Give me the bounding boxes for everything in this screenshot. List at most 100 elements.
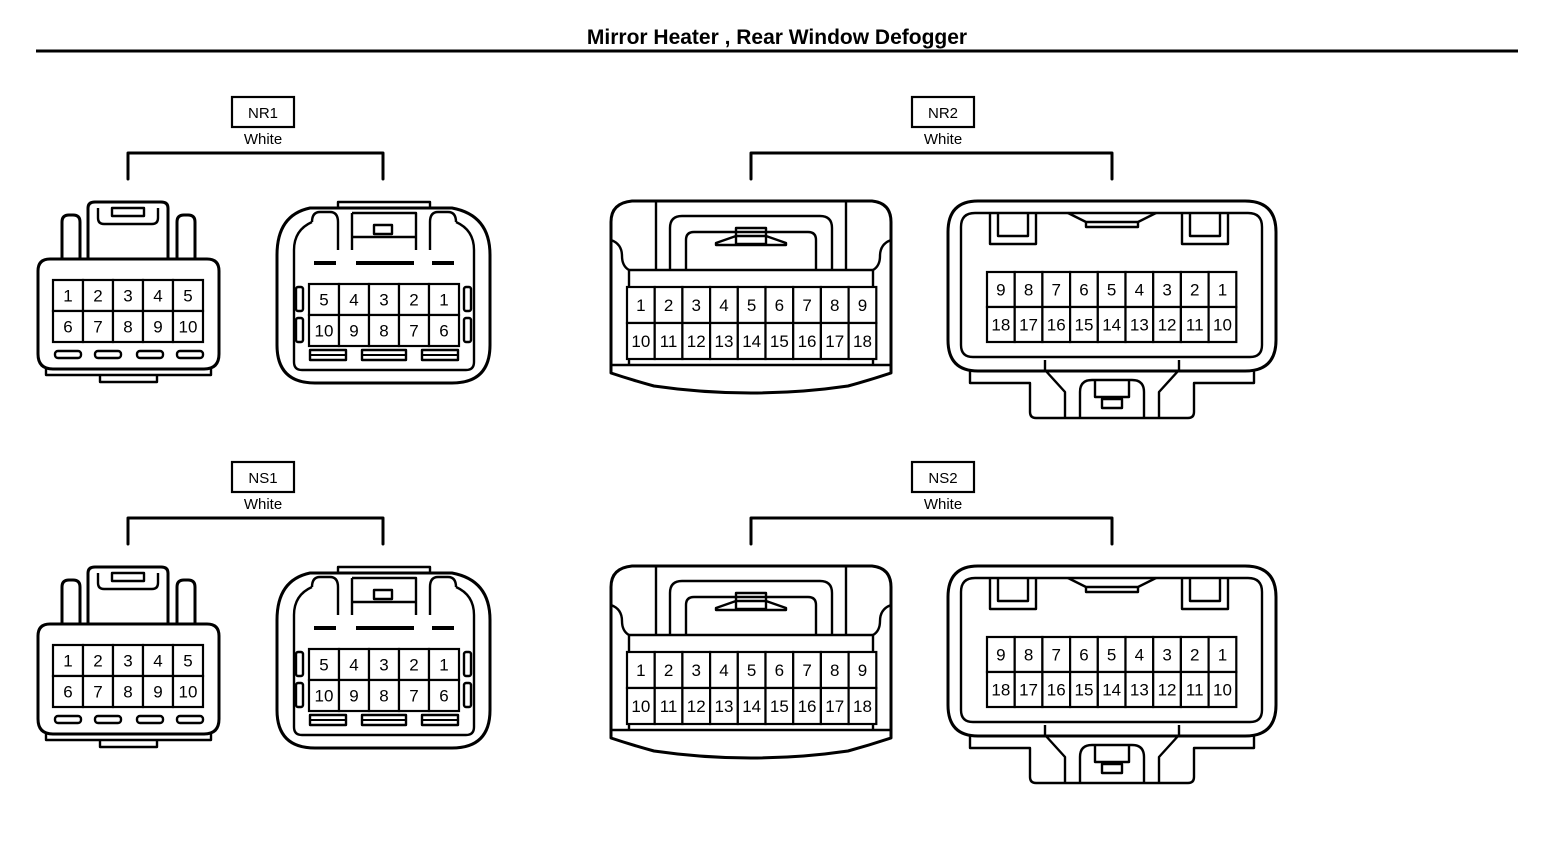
pin-number: 7 (93, 683, 102, 702)
pin-number: 17 (1019, 681, 1038, 700)
pin-cell (847, 686, 878, 726)
pin-number: 3 (123, 287, 132, 306)
pin-number: 9 (349, 687, 358, 706)
pin-cell (736, 686, 767, 726)
pin-number: 9 (996, 646, 1005, 665)
pin-cell (51, 278, 85, 313)
pin-number: 2 (664, 296, 673, 315)
pin-number: 16 (798, 697, 817, 716)
pairing-bracket (749, 151, 1114, 181)
pin-number: 18 (991, 681, 1010, 700)
connector-color: White (924, 131, 962, 148)
pin-number: 9 (996, 281, 1005, 300)
pin-number: 7 (409, 322, 418, 341)
page-title: Mirror Heater , Rear Window Defogger (587, 26, 967, 49)
pin-number: 16 (1047, 316, 1066, 335)
pin-cell (1096, 305, 1127, 344)
pin-number: 1 (1218, 646, 1227, 665)
pin-number: 18 (853, 332, 872, 351)
pin-number: 1 (63, 287, 72, 306)
connector-code: NS2 (928, 470, 957, 487)
pin-number: 6 (439, 322, 448, 341)
pin-number: 15 (770, 697, 789, 716)
pin-cell (307, 678, 341, 713)
pin-number: 17 (825, 697, 844, 716)
pin-cell (708, 686, 739, 726)
pin-cell (81, 309, 115, 344)
pairing-bracket (126, 516, 385, 546)
pin-number: 6 (1079, 646, 1088, 665)
pin-number: 17 (1019, 316, 1038, 335)
pin-cell (1096, 635, 1127, 674)
pin-number: 10 (1213, 316, 1232, 335)
pin-number: 12 (687, 332, 706, 351)
pin-number: 10 (631, 332, 650, 351)
pin-number: 1 (636, 661, 645, 680)
pin-cell (1041, 670, 1072, 709)
pin-cell (736, 321, 767, 361)
pin-number: 12 (1158, 316, 1177, 335)
pin-cell (1068, 305, 1099, 344)
pin-number: 18 (853, 697, 872, 716)
pin-number: 11 (660, 697, 678, 716)
pin-number: 11 (660, 332, 678, 351)
pin-cell (307, 647, 341, 682)
connector-code-box (910, 95, 976, 129)
pin-cell (427, 678, 461, 713)
connector-code: NR2 (928, 105, 958, 122)
pin-cell (1179, 305, 1210, 344)
pin-number: 13 (1130, 681, 1149, 700)
pin-number: 2 (664, 661, 673, 680)
pin-number: 10 (631, 697, 650, 716)
connector-color: White (244, 496, 282, 513)
pin-number: 13 (1130, 316, 1149, 335)
pin-number: 16 (1047, 681, 1066, 700)
pin-number: 4 (349, 656, 358, 675)
pin-number: 1 (1218, 281, 1227, 300)
pin-number: 18 (991, 316, 1010, 335)
pin-cell (764, 686, 795, 726)
pin-number: 1 (439, 291, 448, 310)
pin-number: 5 (183, 287, 192, 306)
pairing-bracket (749, 516, 1114, 546)
pin-number: 1 (63, 652, 72, 671)
connector-code: NS1 (248, 470, 277, 487)
pin-number: 9 (153, 683, 162, 702)
pin-number: 6 (439, 687, 448, 706)
pin-number: 2 (409, 656, 418, 675)
pin-number: 8 (830, 661, 839, 680)
pin-cell (337, 313, 371, 348)
pin-cell (141, 309, 175, 344)
pin-number: 4 (349, 291, 358, 310)
pin-cell (764, 285, 795, 325)
pin-cell (1041, 305, 1072, 344)
pin-number: 14 (1102, 316, 1121, 335)
pin-number: 9 (153, 318, 162, 337)
pin-number: 3 (123, 652, 132, 671)
connector-color: White (924, 496, 962, 513)
pin-number: 7 (1052, 646, 1061, 665)
pin-cell (792, 321, 823, 361)
pin-number: 10 (315, 322, 334, 341)
pin-cell (1068, 635, 1099, 674)
pin-cell (397, 678, 431, 713)
pin-number: 5 (1107, 646, 1116, 665)
pin-cell (1207, 305, 1238, 344)
pin-number: 2 (1190, 646, 1199, 665)
pin-number: 6 (1079, 281, 1088, 300)
pin-number: 5 (183, 652, 192, 671)
pin-number: 9 (858, 661, 867, 680)
pin-cell (1068, 670, 1099, 709)
pin-cell (397, 313, 431, 348)
pin-number: 8 (830, 296, 839, 315)
